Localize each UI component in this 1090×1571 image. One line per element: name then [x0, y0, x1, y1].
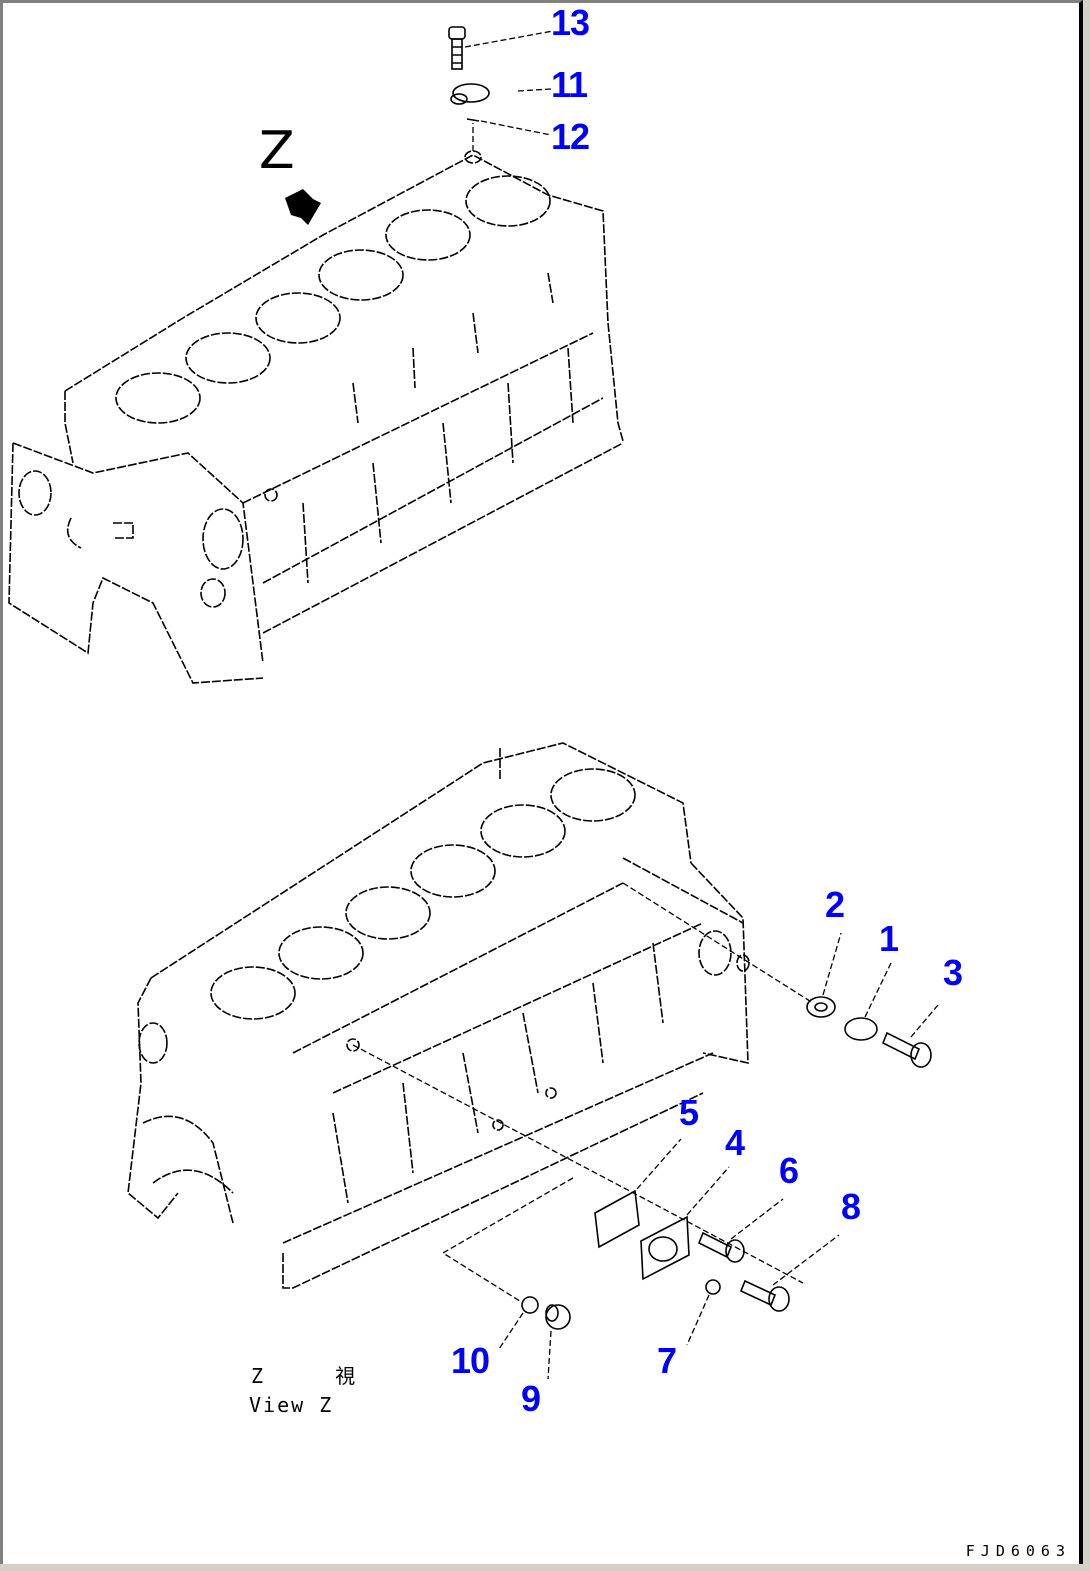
drawing-code: FJD6063 — [965, 1542, 1071, 1560]
callout-9: 9 — [521, 1378, 541, 1419]
part-2-washer — [806, 932, 842, 1018]
callout-7: 7 — [657, 1340, 677, 1381]
lower-cylinder-block — [127, 742, 814, 1304]
part-3-bolt — [881, 1004, 939, 1068]
callout-1: 1 — [879, 918, 899, 959]
part-10-plug — [498, 1296, 539, 1350]
upper-cylinder-block — [8, 123, 624, 684]
part-4-cover — [640, 1166, 730, 1281]
view-caption-kanji: Z 視 — [251, 1364, 386, 1388]
callout-11: 11 — [551, 64, 588, 105]
callout-2: 2 — [825, 884, 845, 925]
view-arrow-icon — [285, 189, 321, 225]
part-5-gasket — [594, 1138, 682, 1249]
engine-block-drawing — [8, 26, 939, 1380]
callout-13: 13 — [551, 2, 590, 43]
part-6-bolt — [697, 1198, 784, 1263]
part-13-bolt — [448, 26, 554, 70]
callout-8: 8 — [841, 1186, 861, 1227]
view-marker-z: Z — [259, 121, 295, 181]
callout-4: 4 — [725, 1122, 745, 1163]
part-7-washer — [686, 1279, 721, 1346]
part-12-gasket — [466, 118, 552, 136]
callout-10: 10 — [451, 1340, 490, 1381]
callout-12: 12 — [551, 116, 590, 157]
callout-5: 5 — [679, 1092, 699, 1133]
callout-6: 6 — [779, 1150, 799, 1191]
part-11-fitting — [450, 83, 552, 105]
part-9-plug — [545, 1304, 571, 1380]
part-8-bolt — [739, 1234, 840, 1312]
view-caption-english: View Z — [249, 1393, 334, 1417]
part-1-plug — [844, 962, 892, 1041]
callout-3: 3 — [943, 952, 963, 993]
